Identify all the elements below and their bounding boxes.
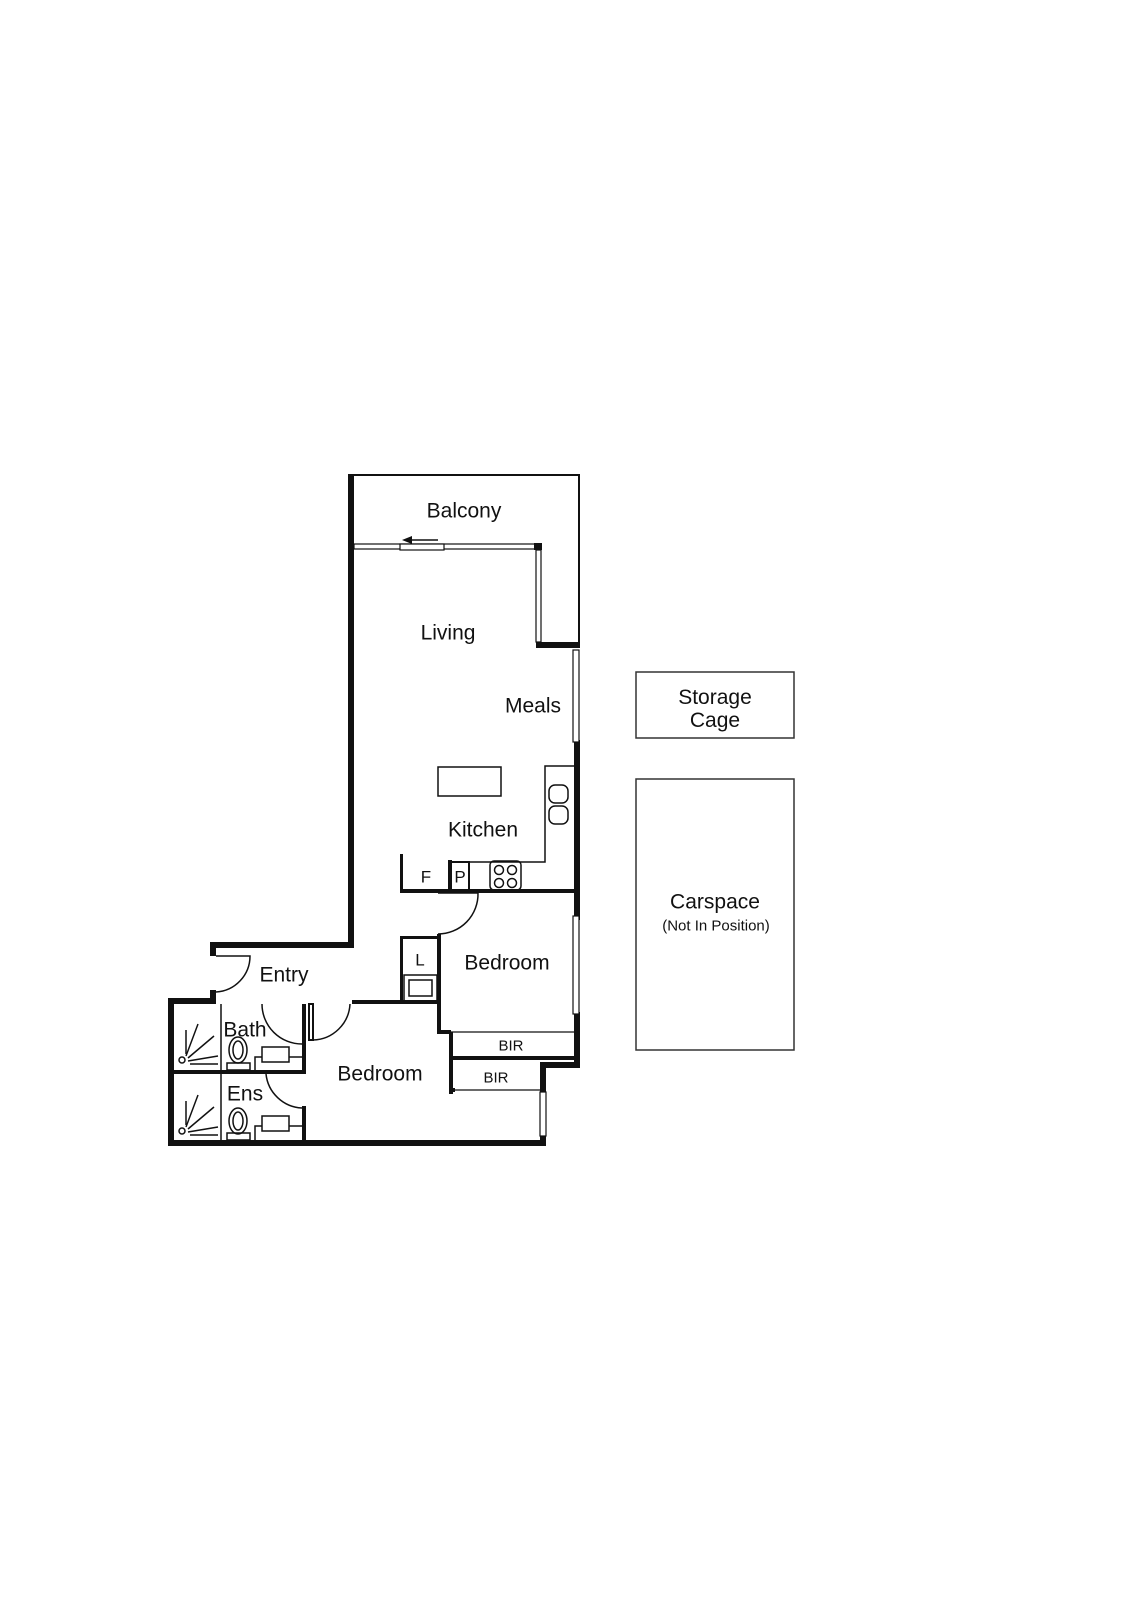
storage-cage-box [635,671,795,739]
storage-cage-line-1: Storage [678,685,752,709]
bedroom-window [572,915,580,1015]
room-label-meals: Meals [504,694,562,718]
room-label-living: Living [420,621,476,645]
storage-cage-line-2: Cage [689,709,741,732]
carspace-note: (Not In Position) [662,917,770,935]
room-label-balcony: Balcony [426,499,502,523]
room-label-ensuite: Ens [226,1082,264,1106]
carspace-title: Carspace [670,890,760,914]
exterior-walls [168,474,580,1146]
fixture-label-fridge: F [420,867,432,887]
entry-door-swing [215,955,251,993]
room-label-entry: Entry [259,963,309,987]
room-label-kitchen: Kitchen [447,818,519,842]
bedroom2-window [539,1091,547,1137]
fixture-label-pantry: P [454,867,466,887]
room-label-bir-2: BIR [483,1069,509,1087]
bedroom1-walls [352,892,580,1094]
kitchen-fixtures [400,765,580,893]
bath-ensuite [172,1003,351,1142]
room-label-bedroom-2: Bedroom [337,1062,423,1086]
storage-cage-label: Storage Cage [678,686,752,732]
room-label-bedroom-1: Bedroom [464,951,550,975]
room-label-laundry: L [415,950,425,970]
room-label-bath: Bath [223,1018,267,1042]
meals-window [572,649,580,743]
carspace-box [635,778,795,1051]
room-label-bir-1: BIR [498,1037,524,1055]
balcony-sliding-door [353,536,542,643]
